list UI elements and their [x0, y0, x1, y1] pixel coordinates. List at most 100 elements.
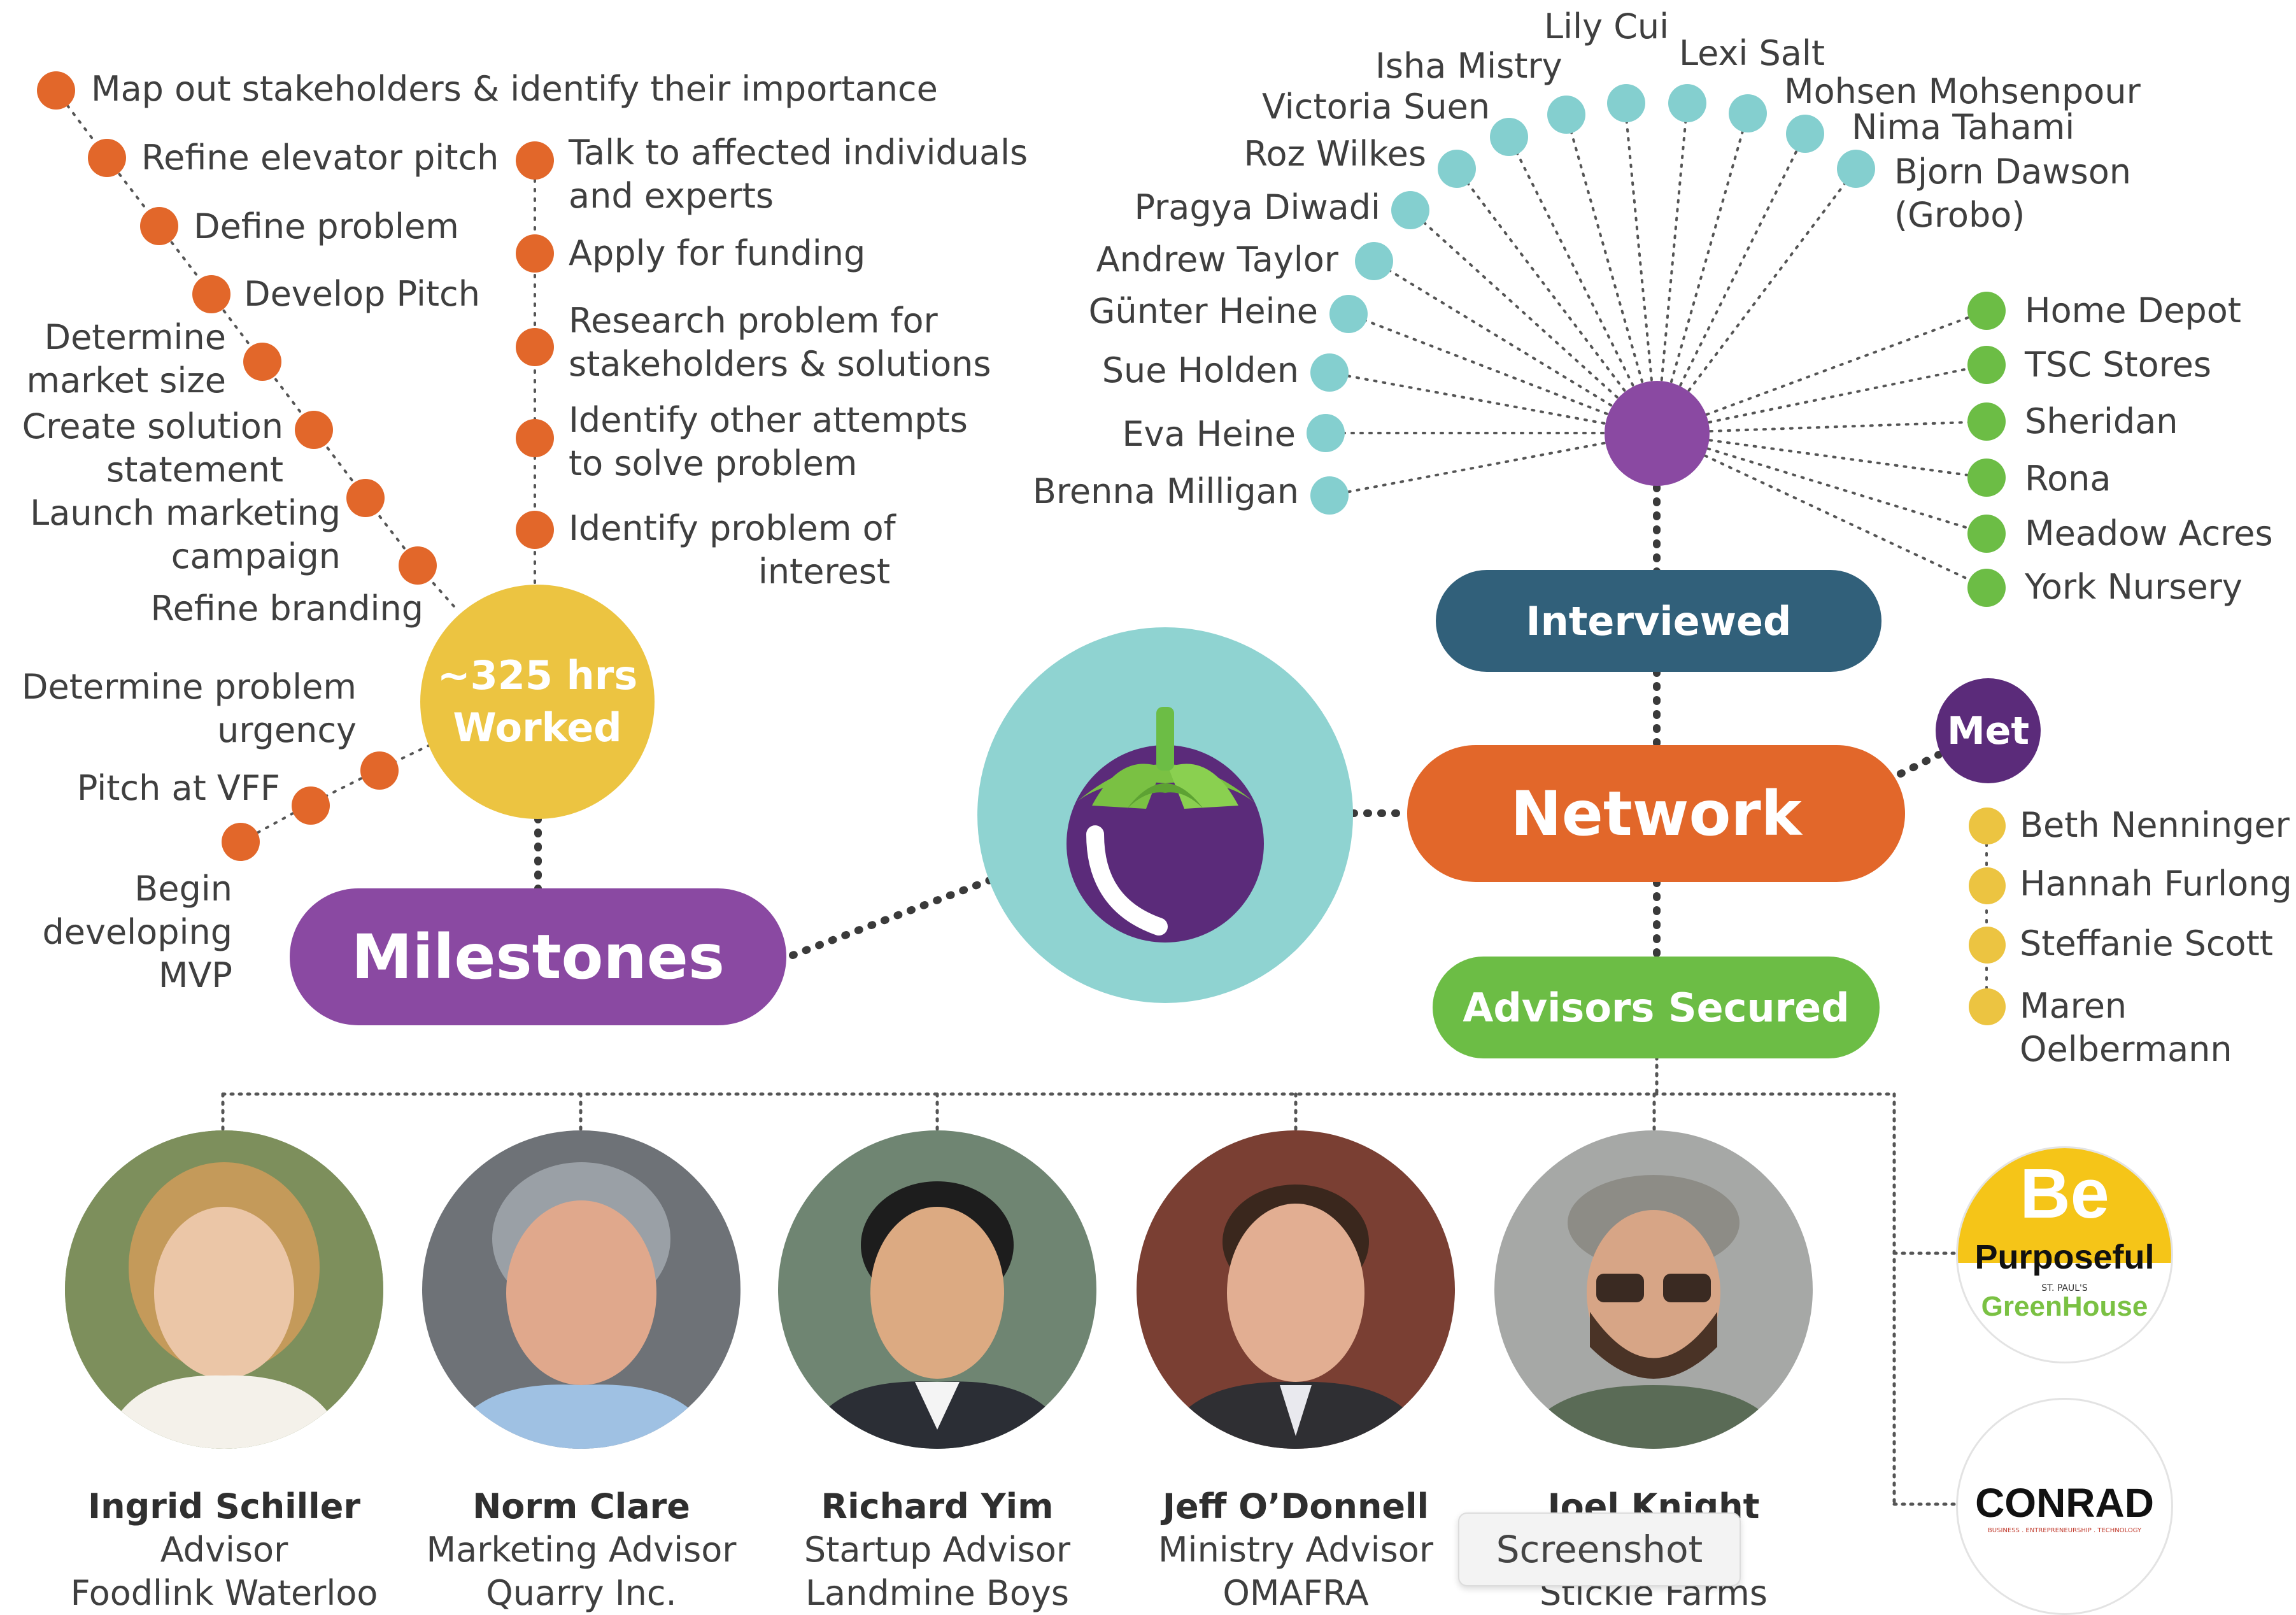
screenshot-tooltip[interactable]: Screenshot	[1458, 1512, 1741, 1586]
milestone-chain-lower	[239, 744, 431, 843]
portrait-graphic	[778, 1130, 1096, 1449]
portrait-graphic	[1494, 1130, 1813, 1449]
milestone-dot	[516, 511, 554, 549]
advisor-role: Advisor	[160, 1530, 288, 1570]
milestone-label: Refine branding	[150, 588, 423, 629]
milestone-label: Determine problem urgency	[13, 665, 357, 752]
milestone-label: Create solution statement	[19, 405, 283, 492]
hub-spokes	[1324, 102, 1988, 589]
portrait-graphic	[65, 1130, 383, 1449]
milestone-dot	[243, 343, 281, 381]
advisor-photo	[1137, 1130, 1455, 1449]
milestone-label-line: Determine	[44, 317, 226, 357]
met-person-name: Beth Nenninger	[2020, 805, 2290, 845]
milestone-dot	[516, 328, 554, 366]
hours-worked-value: ~325 hrs	[437, 652, 638, 699]
person-dot	[1607, 84, 1645, 122]
advisor-org: Quarry Inc.	[486, 1573, 677, 1613]
milestone-label-line: MVP	[158, 955, 232, 995]
hours-worked-badge: ~325 hrs Worked	[420, 585, 655, 819]
person-dot	[1391, 191, 1429, 229]
advisor-org: Landmine Boys	[805, 1573, 1070, 1613]
advisor-bus	[221, 1055, 1960, 1508]
advisor-photo	[422, 1130, 741, 1449]
milestone-dot	[516, 234, 554, 273]
person-dot	[1837, 150, 1875, 188]
person-name: Andrew Taylor	[1096, 239, 1338, 280]
met-badge: Met	[1936, 678, 2041, 783]
met-person-name: Maren Oelbermann	[2020, 985, 2232, 1071]
milestone-label-line: Determine problem	[21, 667, 357, 707]
milestone-dot	[346, 479, 385, 517]
organization-name: TSC Stores	[2025, 345, 2211, 385]
logo-band	[1958, 1148, 2171, 1263]
person-name: Roz Wilkes	[1244, 134, 1426, 174]
milestones-pill: Milestones	[290, 888, 786, 1025]
met-person-name: Hannah Furlong	[2020, 864, 2292, 904]
milestone-label-line: to solve problem	[569, 443, 858, 483]
network-to-met	[1897, 751, 1943, 778]
person-dot	[1310, 476, 1349, 515]
logo-text-conrad-sub: BUSINESS . ENTREPRENEURSHIP . TECHNOLOGY	[1987, 1527, 2142, 1534]
person-dot	[1310, 353, 1349, 392]
organization-dot	[1967, 402, 2006, 441]
organization-dot	[1967, 346, 2006, 384]
milestone-label: Talk to affected individuals and experts	[569, 131, 1028, 218]
milestone-label: Identify other attempts to solve problem	[569, 399, 968, 485]
hours-worked-caption: Worked	[453, 704, 622, 751]
advisor-org: OMAFRA	[1222, 1573, 1369, 1613]
person-name: Sue Holden	[1102, 350, 1299, 390]
person-dot	[1668, 84, 1706, 122]
person-name: Brenna Milligan	[1032, 471, 1299, 511]
milestone-label-line: Begin	[134, 869, 232, 909]
advisor-name: Richard Yim	[821, 1486, 1054, 1526]
organization-dot	[1967, 459, 2006, 497]
milestone-label-line: Talk to affected individuals	[569, 132, 1028, 173]
milestone-label-line: market size	[26, 360, 226, 401]
advisor-photo	[65, 1130, 383, 1449]
milestone-label: Apply for funding	[569, 233, 866, 273]
person-name: Eva Heine	[1122, 414, 1296, 454]
advisor-role: Startup Advisor	[804, 1530, 1071, 1570]
advisor-name: Ingrid Schiller	[88, 1486, 360, 1526]
advisor-role: Marketing Advisor	[426, 1530, 737, 1570]
person-dot	[1490, 118, 1528, 156]
person-dot	[1438, 150, 1476, 188]
milestone-label-line: Identify problem of	[569, 508, 896, 548]
met-person-dot	[1969, 867, 2006, 904]
organization-name: Meadow Acres	[2025, 513, 2273, 553]
milestone-dot	[516, 419, 554, 457]
milestone-label-line: statement	[106, 450, 283, 490]
milestone-label: Determine market size	[19, 316, 226, 402]
milestone-label-line: and experts	[569, 176, 774, 216]
milestone-label-line: Launch marketing	[30, 493, 341, 533]
portrait-graphic	[1137, 1130, 1455, 1449]
person-dot	[1786, 115, 1824, 153]
organization-name: York Nursery	[2025, 567, 2243, 607]
milestone-label-line: developing	[42, 912, 232, 952]
milestone-label: Define problem	[194, 206, 459, 246]
milestone-dot	[37, 71, 75, 110]
milestone-dot	[222, 823, 260, 861]
interviewed-pill: Interviewed	[1436, 570, 1881, 672]
person-name: Mohsen Mohsenpour	[1784, 71, 2141, 111]
logo-text-st-pauls: ST. PAUL'S	[2041, 1283, 2088, 1293]
person-name: Lexi Salt	[1679, 33, 1825, 73]
person-name-line: (Grobo)	[1894, 195, 2025, 235]
advisor-name: Jeff O’Donnell	[1162, 1486, 1429, 1526]
milestone-dot	[192, 275, 230, 313]
person-name: Lily Cui	[1544, 6, 1669, 46]
milestone-dot	[295, 411, 333, 449]
milestone-dot	[292, 786, 330, 825]
advisor-role: Ministry Advisor	[1158, 1530, 1434, 1570]
milestones-to-logo	[789, 876, 994, 959]
organization-name: Sheridan	[2025, 401, 2178, 441]
met-person-name-line: Oelbermann	[2020, 1029, 2232, 1069]
milestone-dot	[399, 546, 437, 585]
network-hub-node	[1605, 381, 1710, 486]
person-name: Bjorn Dawson (Grobo)	[1894, 150, 2131, 237]
organization-name: Rona	[2025, 459, 2111, 499]
milestone-label: Begin developing MVP	[19, 867, 232, 997]
organization-dot	[1967, 515, 2006, 553]
